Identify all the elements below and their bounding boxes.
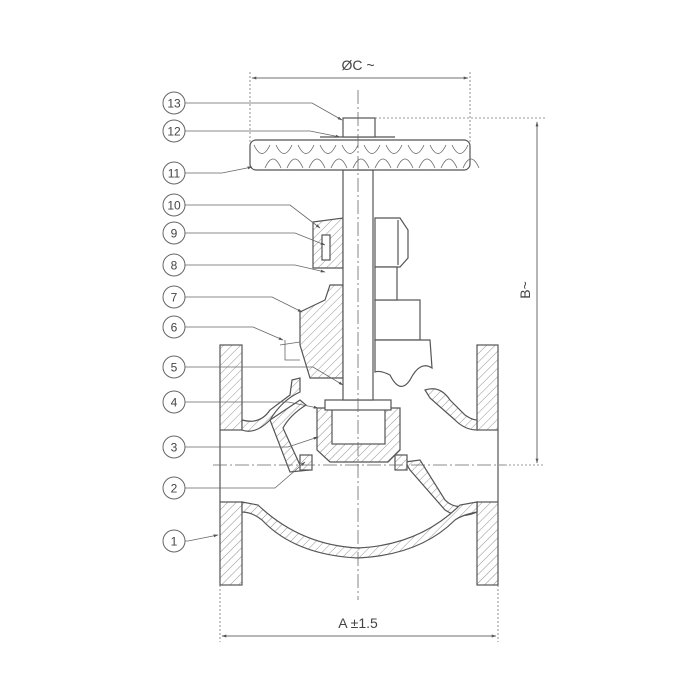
svg-text:10: 10 — [167, 199, 181, 213]
callout-3: 3 — [162, 435, 319, 459]
callout-9: 9 — [162, 221, 326, 246]
svg-text:9: 9 — [171, 227, 178, 241]
svg-text:6: 6 — [171, 321, 178, 335]
svg-text:13: 13 — [167, 97, 181, 111]
callout-1: 1 — [162, 529, 219, 553]
svg-text:7: 7 — [171, 291, 178, 305]
svg-text:11: 11 — [168, 167, 181, 181]
bonnet — [279, 284, 433, 387]
dimension-b-label: B~ — [517, 281, 533, 299]
handwheel — [249, 117, 480, 171]
callout-4: 4 — [162, 390, 319, 414]
callout-10: 10 — [162, 193, 321, 229]
svg-text:4: 4 — [171, 396, 178, 410]
callout-2: 2 — [162, 461, 306, 500]
dimension-b: B~ — [375, 117, 545, 464]
callout-6: 6 — [162, 315, 284, 341]
callout-11: 11 — [162, 161, 253, 185]
dimension-a: A ±1.5 — [219, 585, 499, 642]
svg-text:3: 3 — [171, 441, 178, 455]
valve-disc — [316, 399, 401, 463]
svg-text:12: 12 — [167, 125, 181, 139]
callout-5: 5 — [162, 355, 344, 386]
callout-8: 8 — [162, 253, 326, 277]
dimension-c-label: ØC ~ — [341, 57, 374, 73]
callout-12: 12 — [162, 119, 341, 143]
svg-text:5: 5 — [171, 361, 178, 375]
handwheel-nut — [342, 117, 376, 138]
dimension-c: ØC ~ — [249, 57, 471, 145]
callout-7: 7 — [162, 285, 303, 313]
callout-13: 13 — [162, 91, 343, 121]
svg-text:1: 1 — [171, 535, 178, 549]
svg-text:8: 8 — [171, 259, 178, 273]
dimension-a-label: A ±1.5 — [338, 615, 378, 631]
svg-text:2: 2 — [171, 482, 178, 496]
gland-nut — [312, 217, 409, 301]
valve-body — [219, 344, 499, 586]
